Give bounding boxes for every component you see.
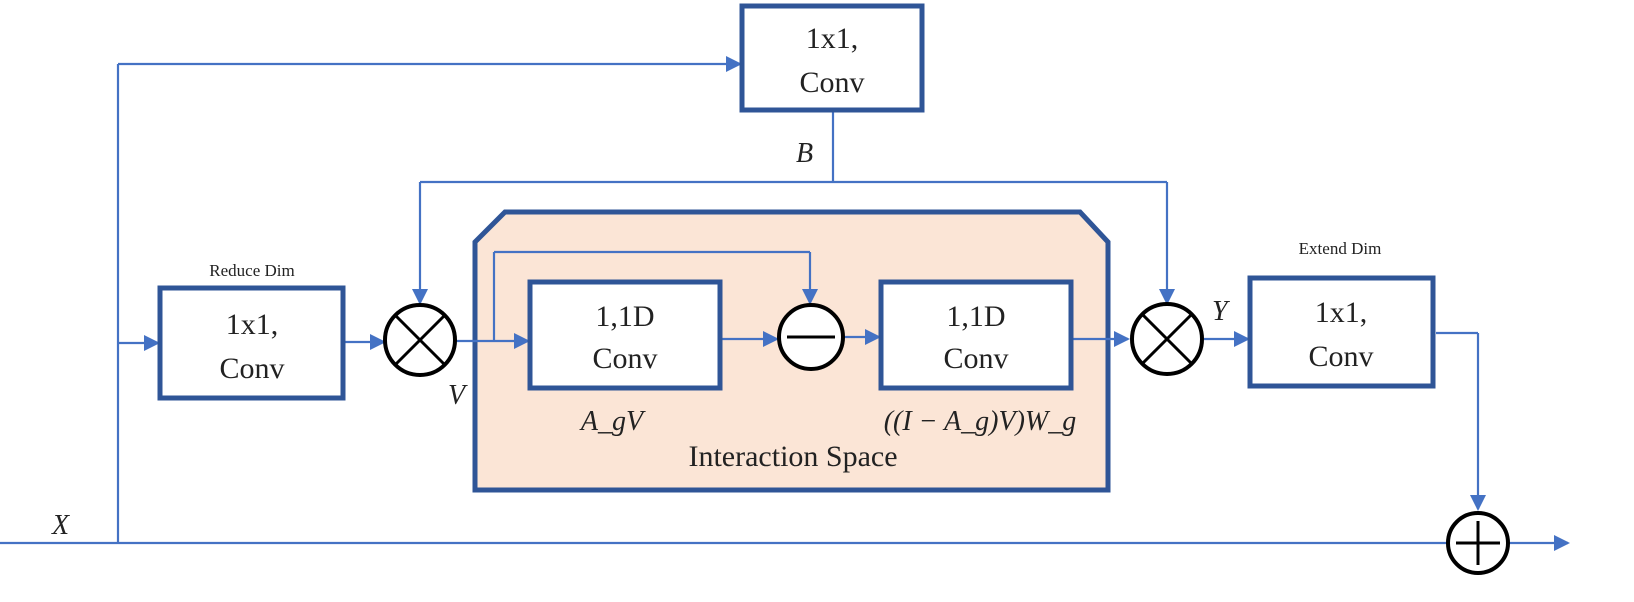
conv1d-b-line2: Conv <box>943 342 1008 375</box>
multiply-operator-left <box>383 303 457 377</box>
minus-operator <box>777 303 845 371</box>
top-conv-line2: Conv <box>799 66 864 99</box>
top-conv-block: 1x1, Conv <box>739 3 925 113</box>
interaction-space-label: Interaction Space <box>688 440 897 473</box>
reduce-dim-title: Reduce Dim <box>209 261 294 280</box>
b-symbol: B <box>796 138 813 169</box>
conv1d-a-block: 1,1D Conv <box>527 279 723 391</box>
x-symbol: X <box>51 510 70 541</box>
multiply-operator-right <box>1130 302 1204 376</box>
extend-conv-block: 1x1, Conv <box>1247 275 1436 389</box>
reduce-conv-block: 1x1, Conv <box>157 285 346 401</box>
conv1d-a-caption: A_gV <box>579 406 646 437</box>
reduce-conv-line1: 1x1, <box>226 308 279 341</box>
reduce-conv-line2: Conv <box>219 352 284 385</box>
extend-conv-line1: 1x1, <box>1315 296 1368 329</box>
plus-operator <box>1446 511 1510 575</box>
conv1d-a-line2: Conv <box>592 342 657 375</box>
y-symbol: Y <box>1212 296 1231 327</box>
v-symbol: V <box>448 380 468 411</box>
conv1d-b-block: 1,1D Conv <box>878 279 1074 391</box>
extend-dim-title: Extend Dim <box>1299 239 1382 258</box>
extend-conv-line2: Conv <box>1308 340 1373 373</box>
conv1d-b-line1: 1,1D <box>946 300 1005 333</box>
conv1d-a-line1: 1,1D <box>595 300 654 333</box>
top-conv-line1: 1x1, <box>806 22 859 55</box>
connections <box>0 56 1570 551</box>
conv1d-b-caption: ((I − A_g)V)W_g <box>884 406 1077 437</box>
